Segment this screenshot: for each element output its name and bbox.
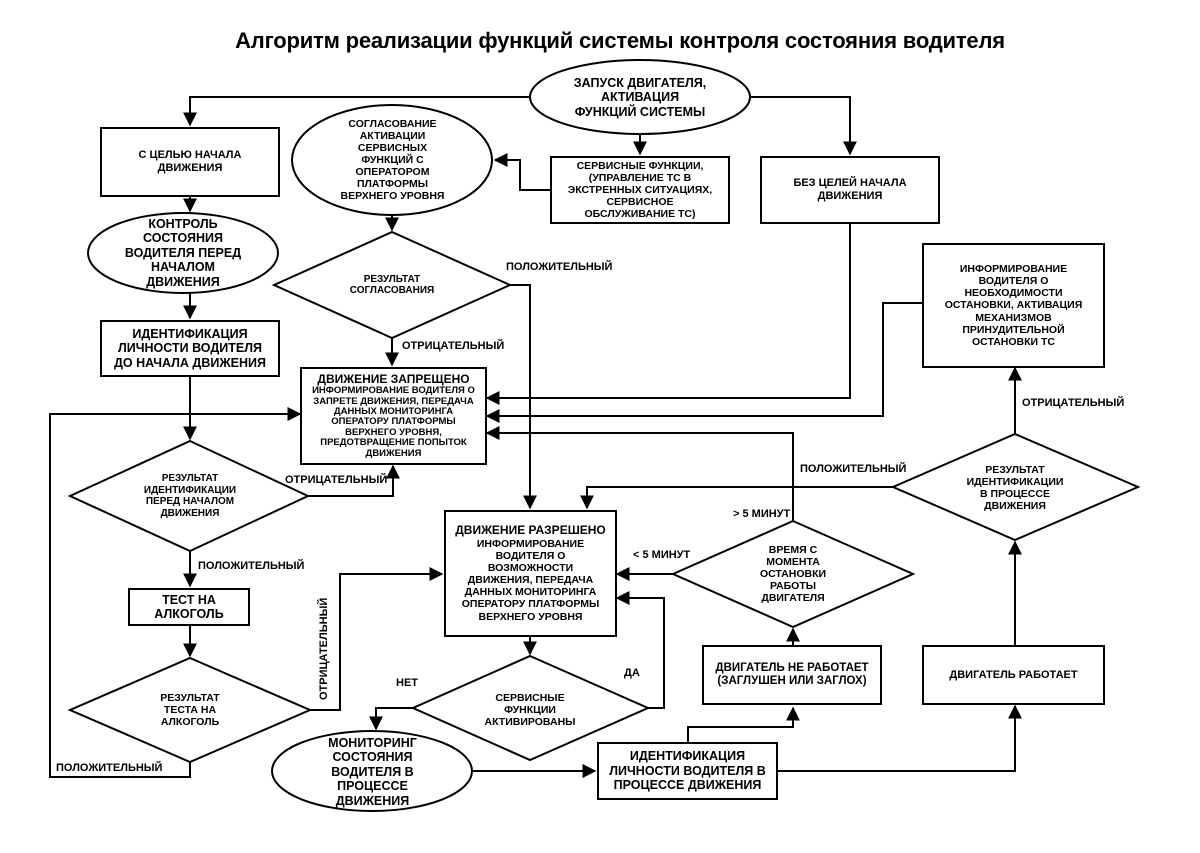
control-before-text: КОНТРОЛЬ СОСТОЯНИЯ ВОДИТЕЛЯ ПЕРЕД НАЧАЛО…	[124, 217, 242, 289]
edge-agreement-positive	[510, 284, 537, 510]
label-negative-id-before: ОТРИЦАТЕЛЬНЫЙ	[285, 474, 388, 486]
identification-process-text: ИДЕНТИФИКАЦИЯ ЛИЧНОСТИ ВОДИТЕЛЯ В ПРОЦЕС…	[609, 749, 766, 793]
agreement-result-text: РЕЗУЛЬТАТ СОГЛАСОВАНИЯ	[349, 273, 435, 297]
label-positive-agreement: ПОЛОЖИТЕЛЬНЫЙ	[506, 261, 613, 273]
edge-start-goal	[183, 96, 530, 127]
edge-idresult-negative	[308, 464, 400, 497]
inform-stop-text: ИНФОРМИРОВАНИЕ ВОДИТЕЛЯ О НЕОБХОДИМОСТИ …	[944, 263, 1083, 348]
identification-process-box: ИДЕНТИФИКАЦИЯ ЛИЧНОСТИ ВОДИТЕЛЯ В ПРОЦЕС…	[597, 742, 778, 800]
edge-service-agreement	[493, 153, 550, 191]
control-before-ellipse	[87, 212, 279, 294]
monitoring-text: МОНИТОРИНГ СОСТОЯНИЯ ВОДИТЕЛЯ В ПРОЦЕССЕ…	[328, 736, 417, 808]
edge-nogoal-forbidden	[485, 224, 851, 405]
allowed-body: ИНФОРМИРОВАНИЕ ВОДИТЕЛЯ О ВОЗМОЖНОСТИ ДВ…	[461, 538, 600, 623]
label-positive-id-process: ПОЛОЖИТЕЛЬНЫЙ	[800, 463, 907, 475]
time-since-stop-diamond	[670, 519, 916, 629]
edge-alcohol-negative	[310, 567, 444, 711]
id-result-before-text: РЕЗУЛЬТАТ ИДЕНТИФИКАЦИИ ПЕРЕД НАЧАЛОМ ДВ…	[143, 473, 237, 519]
id-result-process-text: РЕЗУЛЬТАТ ИДЕНТИФИКАЦИИ В ПРОЦЕССЕ ДВИЖЕ…	[966, 463, 1064, 513]
edge-service-yes	[615, 591, 665, 709]
service-active-text: СЕРВИСНЫЕ ФУНКЦИИ АКТИВИРОВАНЫ	[484, 691, 576, 729]
identification-before-box: ИДЕНТИФИКАЦИЯ ЛИЧНОСТИ ВОДИТЕЛЯ ДО НАЧАЛ…	[100, 320, 280, 377]
edge-informstop-forbidden	[485, 302, 922, 423]
engine-on-text: ДВИГАТЕЛЬ РАБОТАЕТ	[949, 668, 1078, 681]
label-more-5: > 5 МИНУТ	[733, 508, 791, 520]
id-result-process-diamond	[890, 432, 1141, 542]
edge-idprocess-positive	[580, 486, 893, 510]
no-goal-box: БЕЗ ЦЕЛЕЙ НАЧАЛА ДВИЖЕНИЯ	[760, 156, 940, 224]
edge-start-nogoal	[750, 96, 857, 156]
label-yes: ДА	[624, 667, 640, 679]
engine-on-box: ДВИГАТЕЛЬ РАБОТАЕТ	[922, 645, 1105, 705]
agreement-text: СОГЛАСОВАНИЕ АКТИВАЦИИ СЕРВИСНЫХ ФУНКЦИЙ…	[340, 117, 445, 203]
engine-off-box: ДВИГАТЕЛЬ НЕ РАБОТАЕТ (ЗАГЛУШЕН ИЛИ ЗАГЛ…	[702, 645, 882, 705]
forbidden-heading: ДВИЖЕНИЕ ЗАПРЕЩЕНО	[317, 371, 470, 386]
start-text: ЗАПУСК ДВИГАТЕЛЯ, АКТИВАЦИЯ ФУНКЦИЙ СИСТ…	[573, 75, 707, 119]
service-functions-text: СЕРВИСНЫЕ ФУНКЦИИ, (УПРАВЛЕНИЕ ТС В ЭКСТ…	[567, 159, 713, 221]
label-negative-agreement: ОТРИЦАТЕЛЬНЫЙ	[402, 340, 505, 352]
forbidden-box: ДВИЖЕНИЕ ЗАПРЕЩЕНО ИНФОРМИРОВАНИЕ ВОДИТЕ…	[300, 367, 487, 465]
edge-idprocess-engineon	[778, 704, 1022, 772]
label-positive-id-before: ПОЛОЖИТЕЛЬНЫЙ	[198, 560, 305, 572]
inform-stop-box: ИНФОРМИРОВАНИЕ ВОДИТЕЛЯ О НЕОБХОДИМОСТИ …	[922, 243, 1105, 368]
goal-start-text: С ЦЕЛЬЮ НАЧАЛА ДВИЖЕНИЯ	[138, 149, 242, 174]
edge-service-no	[369, 707, 413, 731]
label-negative-id-process: ОТРИЦАТЕЛЬНЫЙ	[1022, 397, 1125, 409]
identification-before-text: ИДЕНТИФИКАЦИЯ ЛИЧНОСТИ ВОДИТЕЛЯ ДО НАЧАЛ…	[114, 326, 266, 370]
label-no: НЕТ	[396, 677, 418, 689]
service-functions-box: СЕРВИСНЫЕ ФУНКЦИИ, (УПРАВЛЕНИЕ ТС В ЭКСТ…	[550, 156, 730, 224]
edge-time-more5	[485, 426, 794, 521]
goal-start-box: С ЦЕЛЬЮ НАЧАЛА ДВИЖЕНИЯ	[100, 127, 280, 197]
allowed-heading: ДВИЖЕНИЕ РАЗРЕШЕНО	[455, 523, 606, 538]
alcohol-test-box: ТЕСТ НА АЛКОГОЛЬ	[128, 588, 250, 626]
label-positive-alcohol: ПОЛОЖИТЕЛЬНЫЙ	[56, 762, 163, 774]
alcohol-test-text: ТЕСТ НА АЛКОГОЛЬ	[154, 592, 224, 621]
time-since-stop-text: ВРЕМЯ С МОМЕНТА ОСТАНОВКИ РАБОТЫ ДВИГАТЕ…	[759, 543, 827, 605]
edge-alcohol-positive	[49, 407, 302, 778]
no-goal-text: БЕЗ ЦЕЛЕЙ НАЧАЛА ДВИЖЕНИЯ	[793, 177, 907, 202]
service-active-diamond	[410, 654, 651, 762]
allowed-box: ДВИЖЕНИЕ РАЗРЕШЕНО ИНФОРМИРОВАНИЕ ВОДИТЕ…	[444, 510, 617, 637]
label-less-5: < 5 МИНУТ	[633, 549, 691, 561]
label-negative-alcohol: ОТРИЦАТЕЛЬНЫЙ	[318, 597, 330, 700]
engine-off-text: ДВИГАТЕЛЬ НЕ РАБОТАЕТ (ЗАГЛУШЕН ИЛИ ЗАГЛ…	[715, 661, 869, 687]
diagram-title: Алгоритм реализации функций системы конт…	[235, 28, 1005, 53]
alcohol-result-text: РЕЗУЛЬТАТ ТЕСТА НА АЛКОГОЛЬ	[160, 691, 220, 729]
forbidden-body: ИНФОРМИРОВАНИЕ ВОДИТЕЛЯ О ЗАПРЕТЕ ДВИЖЕН…	[312, 385, 475, 459]
edge-idprocess-engineoff	[687, 706, 800, 742]
